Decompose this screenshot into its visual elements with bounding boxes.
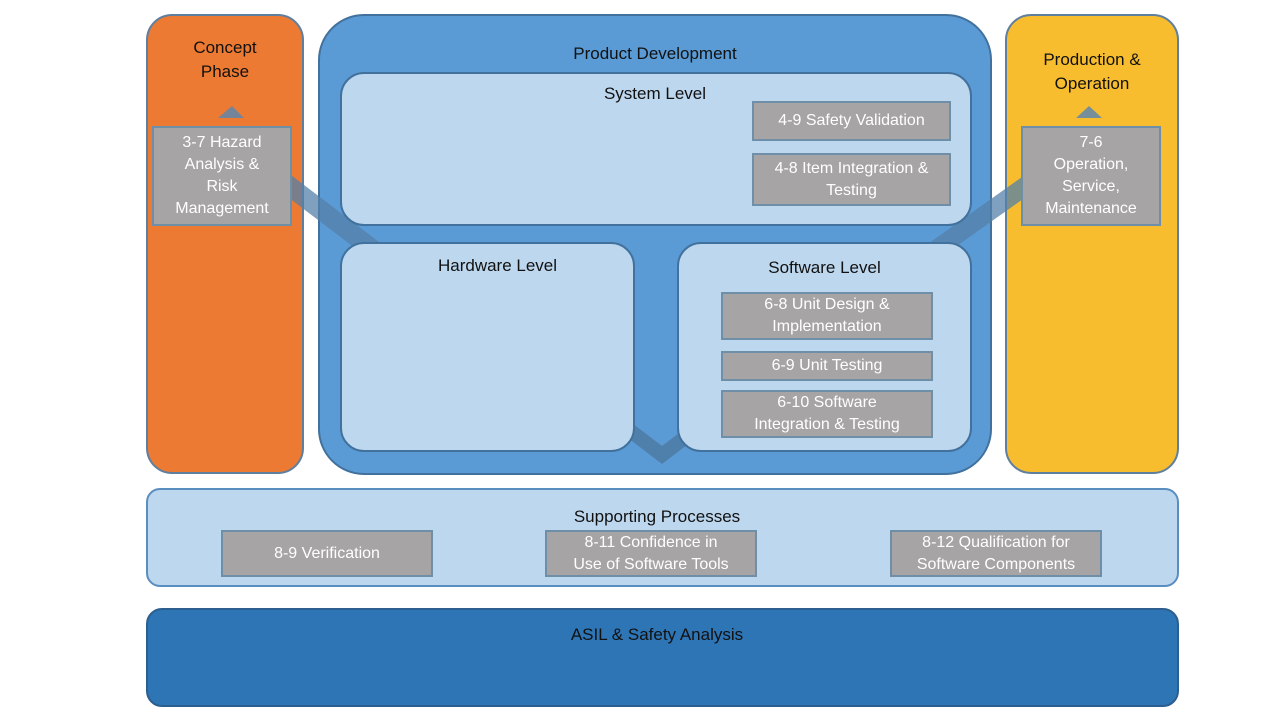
software-integration-label: 6-10 Software Integration & Testing [754,394,900,433]
unit-testing-box: 6-9 Unit Testing [721,351,933,381]
confidence-tools-box: 8-11 Confidence in Use of Software Tools [545,530,757,577]
supporting-processes-title: Supporting Processes [573,507,741,526]
operation-service-box: 7-6 Operation, Service, Maintenance [1021,126,1161,226]
hazard-analysis-box: 3-7 Hazard Analysis & Risk Management [152,126,292,226]
hardware-level-panel [340,242,635,452]
asil-safety-analysis-panel [146,608,1179,707]
qualification-components-box: 8-12 Qualification for Software Componen… [890,530,1102,577]
hardware-level-title: Hardware Level [437,256,558,275]
production-operation-title: Production & Operation [1043,50,1141,93]
asil-safety-analysis-title: ASIL & Safety Analysis [570,625,744,644]
safety-validation-box: 4-9 Safety Validation [752,101,951,141]
connector-concept-to-system [218,106,244,118]
verification-box: 8-9 Verification [221,530,433,577]
verification-label: 8-9 Verification [274,544,380,562]
safety-validation-label: 4-9 Safety Validation [778,112,925,129]
qualification-components-label: 8-12 Qualification for Software Componen… [916,533,1076,573]
confidence-tools-label: 8-11 Confidence in Use of Software Tools [573,533,729,573]
item-integration-box: 4-8 Item Integration & Testing [752,153,951,206]
product-development-title: Product Development [573,44,737,63]
connector-production-arrow [1076,106,1102,118]
unit-testing-label: 6-9 Unit Testing [771,357,883,374]
unit-design-label: 6-8 Unit Design & Implementation [764,296,890,335]
software-integration-box: 6-10 Software Integration & Testing [721,390,933,438]
production-operation-panel [1005,14,1179,474]
hazard-analysis-label: 3-7 Hazard Analysis & Risk Management [175,134,269,217]
unit-design-box: 6-8 Unit Design & Implementation [721,292,933,340]
system-level-title: System Level [603,84,707,103]
concept-phase-title: Concept Phase [193,38,257,81]
operation-service-label: 7-6 Operation, Service, Maintenance [1045,134,1137,217]
software-level-title: Software Level [768,258,881,277]
concept-phase-panel [146,14,304,474]
item-integration-label: 4-8 Item Integration & Testing [774,159,929,199]
